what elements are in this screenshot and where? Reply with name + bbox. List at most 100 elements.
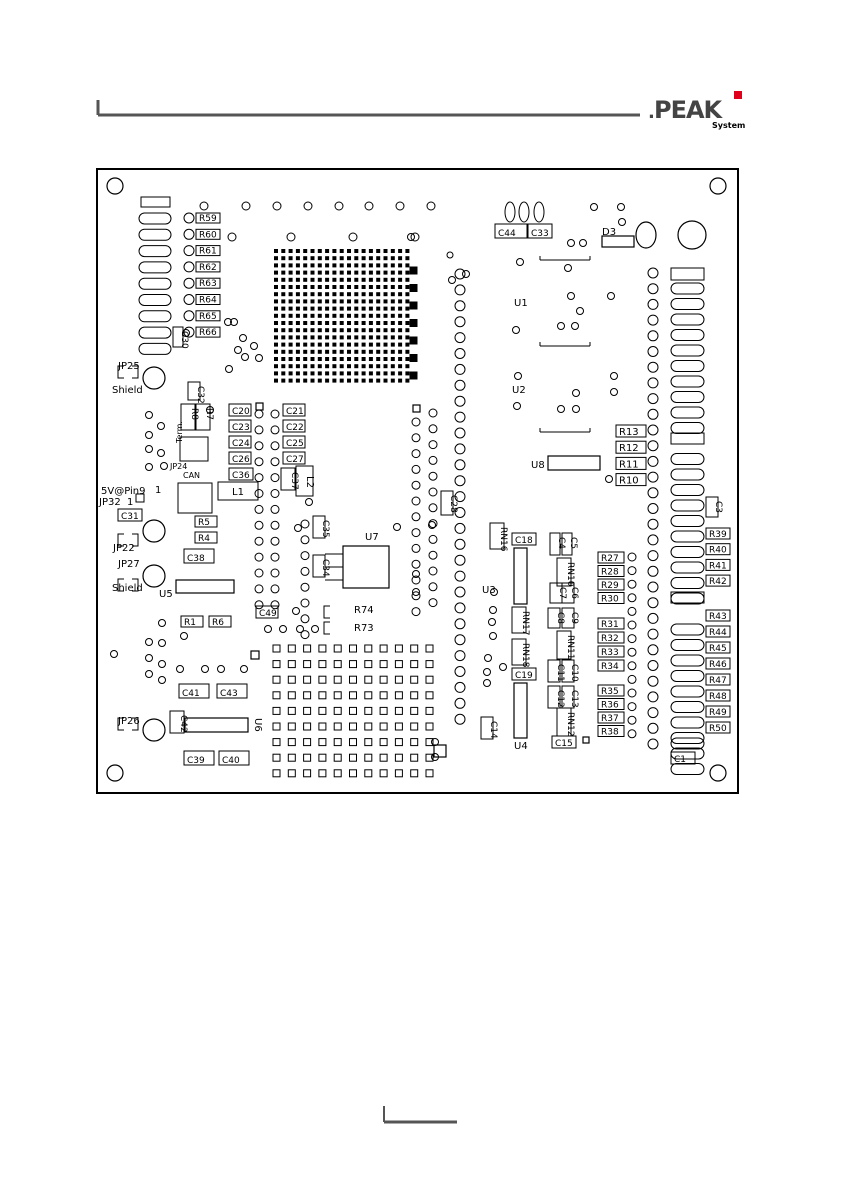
via xyxy=(157,422,165,430)
bga-ball xyxy=(295,277,300,282)
right-connector-pin xyxy=(670,375,705,388)
via xyxy=(647,361,659,373)
part-outline xyxy=(597,711,625,724)
bga-ball xyxy=(354,328,359,333)
bga-ball xyxy=(332,335,337,340)
part-label: C42 xyxy=(178,715,188,733)
bga-ball xyxy=(325,357,330,361)
via xyxy=(286,232,296,242)
left-connector-pin xyxy=(138,261,172,274)
header-pad xyxy=(349,644,357,653)
bga-ball xyxy=(310,299,315,304)
bga-ball xyxy=(317,342,322,347)
via xyxy=(454,379,466,391)
mounting-hole xyxy=(106,764,124,782)
via xyxy=(270,520,280,530)
header-pad xyxy=(425,722,434,731)
via xyxy=(454,268,466,280)
bga-ball xyxy=(383,285,388,289)
bga-ball xyxy=(281,277,286,282)
via xyxy=(300,582,310,592)
part-outline xyxy=(597,725,625,737)
bga-ball xyxy=(383,292,388,297)
part-outline xyxy=(705,641,731,654)
bga-ball xyxy=(332,285,337,289)
part-outline xyxy=(494,223,528,239)
part-label: R11 xyxy=(619,459,639,470)
bga-ball xyxy=(288,313,293,318)
part-label: C44 xyxy=(498,229,516,239)
via xyxy=(488,618,496,626)
part-label: R29 xyxy=(601,581,619,591)
part-outline xyxy=(511,667,537,681)
header-pad xyxy=(379,753,388,762)
bga-ball xyxy=(281,256,286,261)
via xyxy=(254,425,264,435)
via xyxy=(610,372,618,380)
bga-ball xyxy=(398,364,403,369)
via xyxy=(334,201,344,211)
bga-ball xyxy=(398,321,403,325)
header-pad xyxy=(318,769,327,778)
via xyxy=(183,326,195,338)
bga-ball xyxy=(339,364,344,369)
part-label: R32 xyxy=(601,634,619,644)
via xyxy=(617,203,625,211)
bga-ball xyxy=(303,335,308,340)
header-pad xyxy=(379,769,388,778)
bga-ball xyxy=(325,256,330,261)
via xyxy=(483,668,491,676)
via xyxy=(411,575,421,585)
via xyxy=(484,654,492,662)
bga-ball xyxy=(295,292,300,297)
bga-ball xyxy=(339,299,344,304)
bga-ball xyxy=(339,256,344,261)
header-pad xyxy=(364,644,373,653)
header-pad xyxy=(364,691,373,700)
via xyxy=(454,666,466,677)
part-label: C5 xyxy=(568,537,578,549)
oval-pad xyxy=(518,201,530,223)
part-label: R31 xyxy=(601,620,619,630)
part-label: C3 xyxy=(713,501,723,513)
via xyxy=(300,630,310,640)
bga-ball xyxy=(303,357,308,361)
bga-ball xyxy=(361,342,366,347)
bga-ball xyxy=(361,270,366,275)
bga-ball xyxy=(281,292,286,297)
bga-ball xyxy=(303,285,308,289)
header-pad xyxy=(349,706,357,715)
via xyxy=(490,588,498,596)
via xyxy=(270,409,280,419)
page-footer-bar xyxy=(383,1106,457,1124)
part-label: C23 xyxy=(232,423,250,433)
bga-ball xyxy=(295,371,300,376)
via xyxy=(647,644,659,656)
header-pad xyxy=(333,675,342,684)
via xyxy=(296,625,304,633)
bga-ball xyxy=(281,321,286,325)
via xyxy=(160,462,168,470)
via xyxy=(514,372,522,380)
bga-ball xyxy=(317,292,322,297)
part-label: C33 xyxy=(531,229,549,239)
via xyxy=(454,713,466,725)
via xyxy=(254,520,264,530)
part-outline xyxy=(549,582,563,604)
oval-pad xyxy=(533,201,545,223)
via xyxy=(294,524,302,532)
part-outline xyxy=(705,543,731,556)
right-connector-pin xyxy=(670,298,705,310)
jp26-pad xyxy=(142,718,166,742)
bga-ball xyxy=(325,263,330,268)
header-pad xyxy=(394,644,403,653)
via xyxy=(348,232,358,242)
bga-ball xyxy=(303,263,308,268)
via xyxy=(454,507,466,518)
bga-ball xyxy=(383,364,388,369)
bga-ball xyxy=(376,313,381,318)
header-pad xyxy=(410,660,419,669)
part-label: C21 xyxy=(286,407,304,417)
jumper-bracket xyxy=(132,365,139,379)
right-connector-key xyxy=(670,267,705,281)
